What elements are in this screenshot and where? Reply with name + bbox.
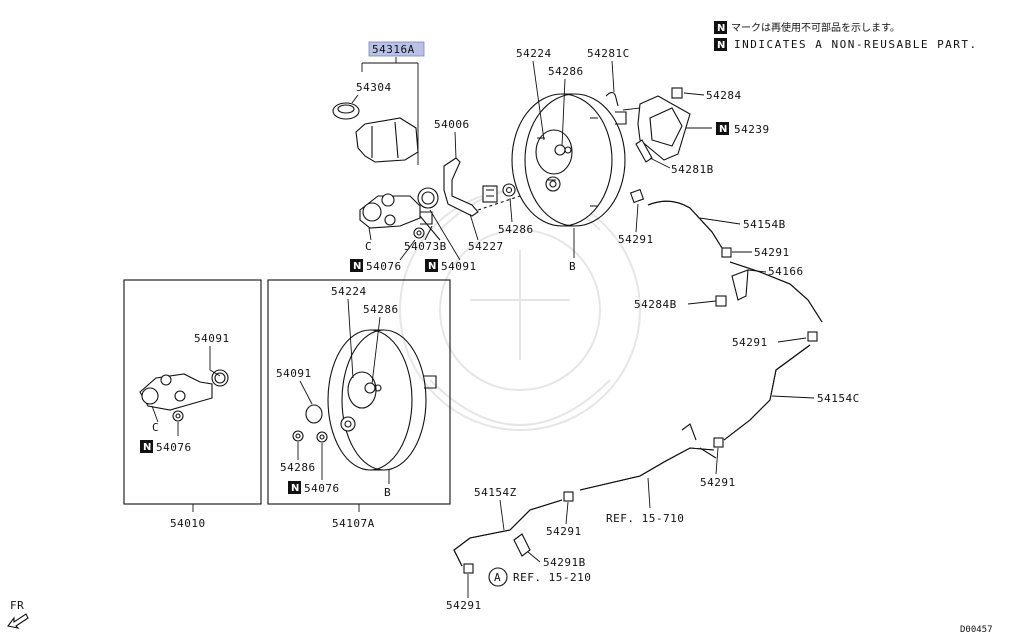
label-54304: 54304: [356, 81, 392, 94]
clamp-icon: [563, 491, 574, 502]
label-54227: 54227: [468, 240, 504, 253]
label-54166: 54166: [768, 265, 804, 278]
master-cylinder-assembly: 54316A 54304 C 54073B N 54076 N 54091: [332, 41, 477, 273]
label-54154Z: 54154Z: [474, 486, 517, 499]
label-54076-top: 54076: [366, 260, 402, 273]
label-54091-left: 54091: [194, 332, 230, 345]
nut-54284-icon: [671, 87, 683, 99]
label-54284: 54284: [706, 89, 742, 102]
label-54006: 54006: [434, 118, 470, 131]
front-indicator: FR: [7, 599, 29, 629]
kit-box-54010: 54091 C N 54076 54010: [123, 279, 262, 530]
label-54286-mid: 54286: [498, 223, 534, 236]
label-54291-b: 54291: [754, 246, 790, 259]
label-54291-a: 54291: [618, 233, 654, 246]
label-54154B: 54154B: [743, 218, 786, 231]
label-54076-box: 54076: [304, 482, 340, 495]
connector-54291B-icon: [513, 533, 531, 557]
legend-english-text: INDICATES A NON-REUSABLE PART.: [734, 38, 978, 51]
label-54010: 54010: [170, 517, 206, 530]
label-54291-f: 54291: [446, 599, 482, 612]
clamp-icon: [463, 563, 474, 574]
svg-text:N: N: [291, 483, 299, 494]
vacuum-hose-assembly: 54291 54154B 54291 54166 54284B 54291 54…: [446, 188, 860, 612]
label-54239: 54239: [734, 123, 770, 136]
nut-54076-icon: [413, 227, 425, 239]
connector-icon: [482, 185, 498, 203]
label-54291-d: 54291: [700, 476, 736, 489]
bracket-icon: [443, 157, 479, 217]
circle-a-icon: [488, 567, 508, 587]
nut-54284B-icon: [715, 295, 727, 307]
label-54224-top: 54224: [516, 47, 552, 60]
svg-text:N: N: [353, 261, 361, 272]
washer-54286-icon: [502, 183, 516, 197]
svg-text:N: N: [717, 23, 725, 34]
label-54286-box: 54286: [363, 303, 399, 316]
label-54291B: 54291B: [543, 556, 586, 569]
clamp-icon: [629, 188, 645, 204]
brake-booster-top: 54224 54286 54281C B: [511, 47, 630, 273]
gasket-54239-icon: [637, 95, 691, 161]
label-54281B: 54281B: [671, 163, 714, 176]
non-reusable-legend: N マークは再使用不可部品を示します。 N INDICATES A NON-RE…: [714, 21, 978, 51]
label-fr: FR: [10, 599, 24, 612]
clamp-icon: [807, 331, 818, 342]
label-54291-c: 54291: [732, 336, 768, 349]
gasket-and-fasteners: N 54239 54284 54281B: [622, 87, 770, 176]
label-54076-left: 54076: [156, 441, 192, 454]
diagram-code: D00457: [960, 625, 993, 635]
label-ref-15-710: REF. 15-710: [606, 512, 684, 525]
label-c-left: C: [152, 421, 159, 434]
washer-54286-box-icon: [292, 430, 304, 442]
label-ref-15-210: REF. 15-210: [513, 571, 591, 584]
label-54316A: 54316A: [372, 43, 415, 56]
nut-54076-box-icon: [316, 431, 328, 443]
clamp-icon: [721, 247, 732, 258]
svg-text:N: N: [143, 442, 151, 453]
label-54224-box: 54224: [331, 285, 367, 298]
legend-japanese-text: マークは再使用不可部品を示します。: [731, 21, 900, 34]
nut-icon: [172, 410, 184, 422]
label-54154C: 54154C: [817, 392, 860, 405]
label-54281C: 54281C: [587, 47, 630, 60]
cylinder-icon: [139, 373, 213, 411]
front-arrow-icon: [7, 613, 29, 629]
oring-54091-icon: [305, 404, 323, 424]
label-b-top: B: [569, 260, 576, 273]
label-54284B: 54284B: [634, 298, 677, 311]
clip-icon: [605, 91, 619, 107]
highlight-54316A: [368, 41, 425, 57]
svg-text:N: N: [428, 261, 436, 272]
label-54091-box: 54091: [276, 367, 312, 380]
reservoir-tank-icon: [355, 117, 419, 163]
label-54291-e: 54291: [546, 525, 582, 538]
label-54091-top: 54091: [441, 260, 477, 273]
label-c-top: C: [365, 240, 372, 253]
label-54107A: 54107A: [332, 517, 375, 530]
booster-shell-box-icon: [327, 329, 413, 471]
label-54286-box2: 54286: [280, 461, 316, 474]
label-54073B: 54073B: [404, 240, 447, 253]
svg-text:N: N: [717, 40, 725, 51]
svg-text:N: N: [719, 124, 727, 135]
kit-box-54107A: 54224 54286 54091 54286 N 54076 B 54107A: [267, 279, 451, 530]
bracket-54006: 54006 54227 54286: [434, 118, 534, 253]
label-b-box: B: [384, 486, 391, 499]
label-circle-a: A: [494, 571, 501, 584]
bolt-54281B-icon: [635, 139, 653, 163]
label-54286-top: 54286: [548, 65, 584, 78]
clamp-icon: [713, 437, 724, 448]
